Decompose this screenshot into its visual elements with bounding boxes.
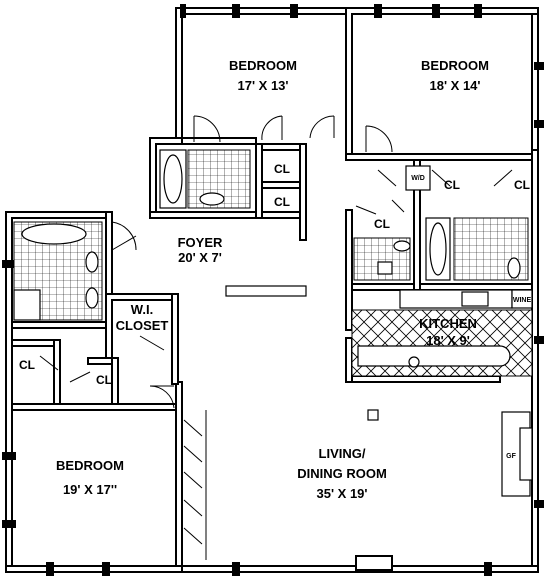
closet-label: CL: [274, 162, 290, 176]
wi-closet-line1: W.I.: [131, 302, 153, 317]
living-line1: LIVING/: [319, 446, 366, 461]
bedroom-sw-size: 19' X 17'': [63, 482, 117, 497]
closet-label: CL: [444, 178, 460, 192]
living-size: 35' X 19': [317, 486, 368, 501]
closet-labels: CL CL CL CL CL CL CL: [19, 162, 530, 387]
kitchen-size: 18' X 9': [426, 333, 470, 348]
bedroom-nw-name: BEDROOM: [229, 58, 297, 73]
closet-label: CL: [374, 217, 390, 231]
closet-label: CL: [274, 195, 290, 209]
fireplace-label: GF: [506, 453, 516, 460]
foyer-name: FOYER: [178, 235, 223, 250]
closet-label: CL: [96, 373, 112, 387]
bedroom-ne-name: BEDROOM: [421, 58, 489, 73]
kitchen-name: KITCHEN: [419, 316, 477, 331]
living-line2: DINING ROOM: [297, 466, 387, 481]
wine-label: WINE: [513, 297, 532, 304]
room-labels: BEDROOM 17' X 13' BEDROOM 18' X 14' FOYE…: [56, 58, 489, 501]
fixture-labels: W/D WINE GF: [411, 175, 531, 460]
foyer-size: 20' X 7': [178, 250, 222, 265]
washer-dryer-label: W/D: [411, 175, 425, 182]
wi-closet-line2: CLOSET: [116, 318, 169, 333]
bedroom-ne-size: 18' X 14': [430, 78, 481, 93]
bedroom-sw-name: BEDROOM: [56, 458, 124, 473]
closet-label: CL: [514, 178, 530, 192]
bedroom-nw-size: 17' X 13': [238, 78, 289, 93]
fixtures: [13, 149, 533, 497]
doors: [39, 115, 513, 560]
closet-label: CL: [19, 358, 35, 372]
walls: [2, 4, 544, 576]
